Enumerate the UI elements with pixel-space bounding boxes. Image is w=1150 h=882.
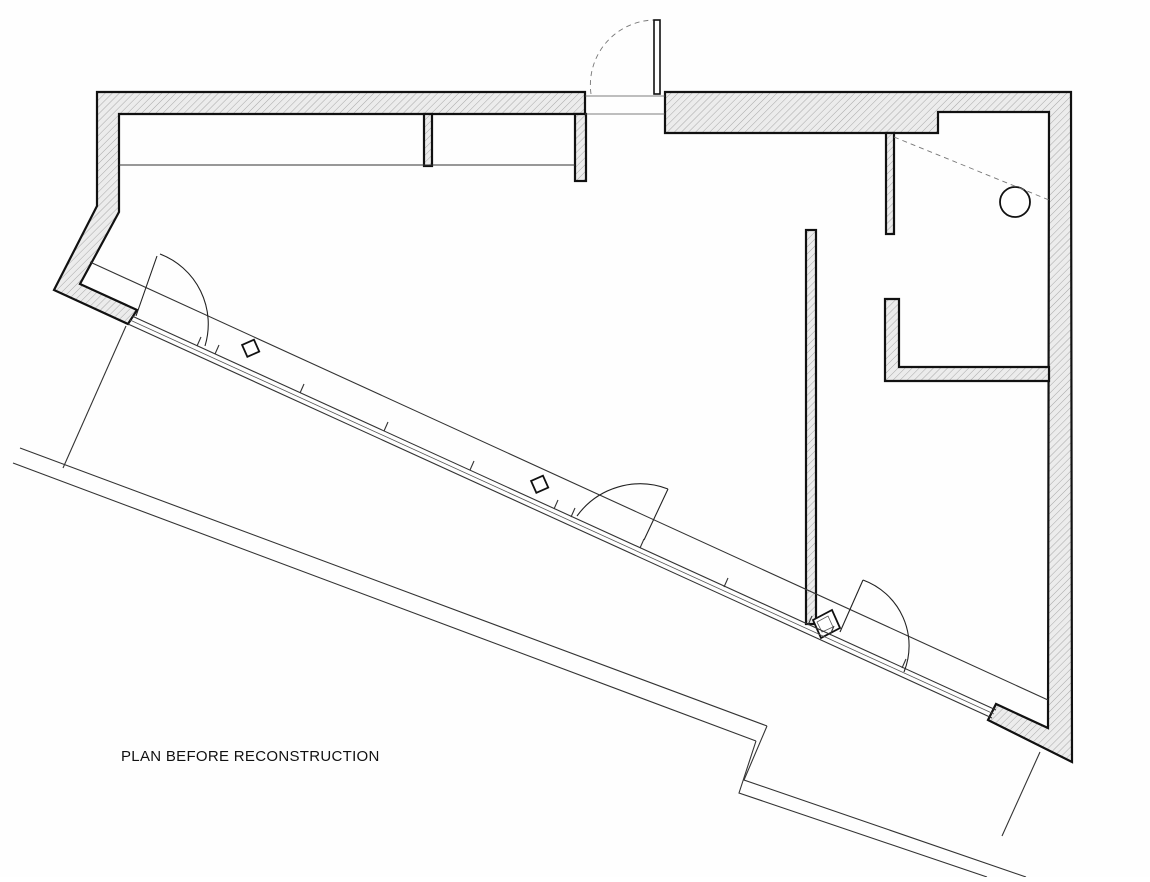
facade-mullions <box>196 336 907 669</box>
sidewalk-step-lower <box>738 740 988 878</box>
partition-l-room <box>883 297 1051 383</box>
west-wall <box>52 90 587 326</box>
partition-upper <box>884 131 896 236</box>
projection-line-right <box>1001 751 1041 837</box>
north-door-leaf <box>653 19 661 95</box>
sidewalk-line-upper <box>19 447 768 727</box>
storefront-door-left <box>135 253 209 347</box>
facade-inner-line <box>89 261 1049 701</box>
projection-line-left <box>62 325 127 469</box>
partition-end-post <box>811 608 842 640</box>
glazing-line-inner <box>131 315 997 711</box>
storefront-door-middle <box>576 483 669 541</box>
north-wall-stub <box>573 112 588 183</box>
sidewalk-step-upper <box>743 725 1027 878</box>
shelf-divider-post <box>422 112 434 168</box>
east-wall <box>663 90 1074 764</box>
glazing-line-outer <box>127 323 993 719</box>
round-column <box>999 186 1031 218</box>
swing-line-ne <box>893 136 1050 201</box>
square-column-left <box>240 338 261 359</box>
storefront-door-right <box>839 579 910 673</box>
drawing-caption: PLAN BEFORE RECONSTRUCTION <box>121 748 380 765</box>
square-column-middle <box>529 474 550 495</box>
sidewalk-line-lower <box>12 462 757 742</box>
partition-long <box>804 228 818 626</box>
north-door-swing <box>589 19 657 95</box>
